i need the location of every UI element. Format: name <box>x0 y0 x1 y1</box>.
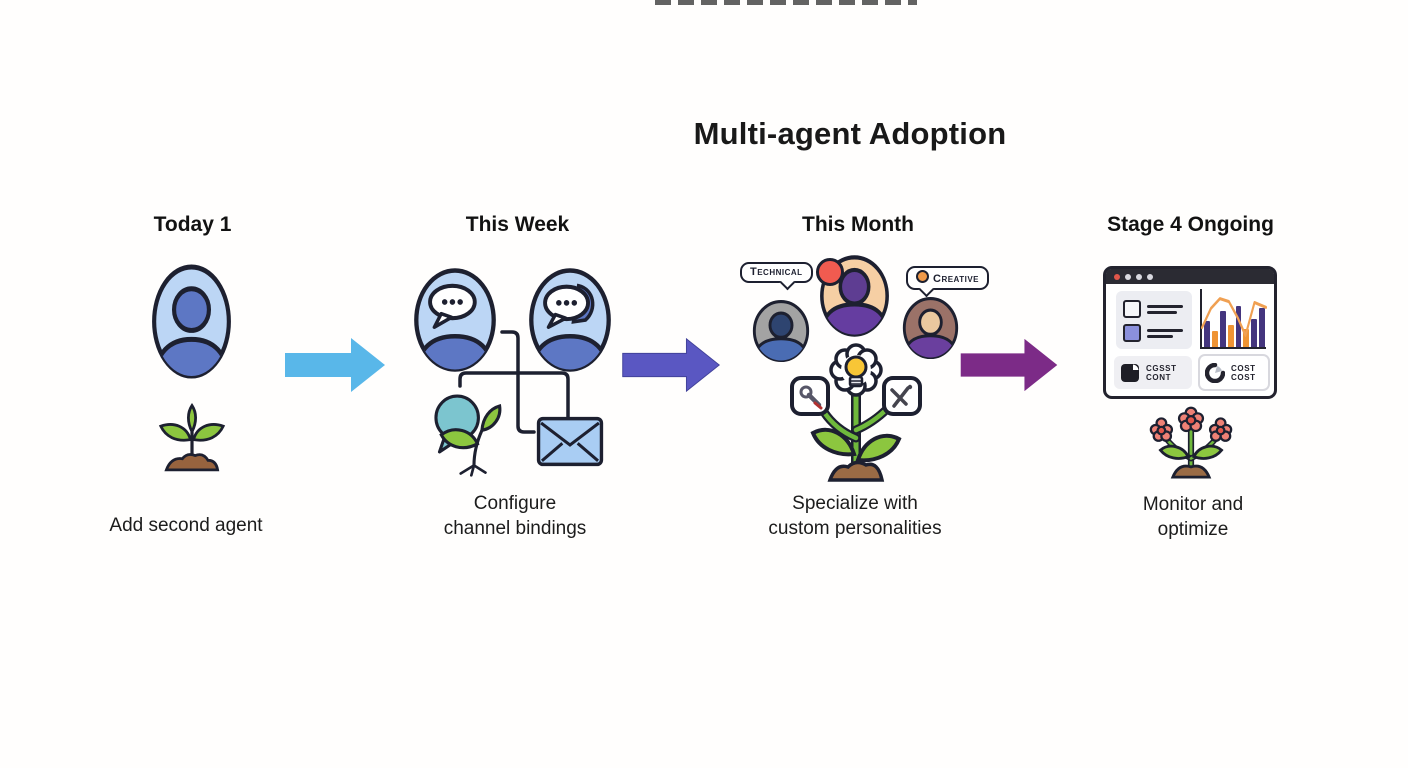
task-list-panel <box>1116 291 1192 349</box>
badge-line: COST <box>1231 372 1256 382</box>
stage-heading-week: This Week <box>465 213 570 236</box>
chat-agent-avatar-icon <box>414 268 496 372</box>
caption-line: Specialize with <box>792 493 918 514</box>
wrench-badge-icon <box>790 376 830 416</box>
checkbox-icon <box>1123 300 1141 318</box>
avatar-head <box>171 286 212 333</box>
technical-label: Technical <box>750 266 803 278</box>
arrow-week-to-month-icon <box>622 337 720 393</box>
stage-caption-week: Configure channel bindings <box>395 491 635 541</box>
cost-badge-right: COST COST <box>1198 354 1270 391</box>
sprout-icon <box>158 403 226 472</box>
flower-bulb-icon <box>829 343 883 397</box>
crossed-tools-badge-icon <box>882 376 922 416</box>
creative-dot-icon <box>916 270 929 283</box>
notification-dot-icon <box>816 258 844 286</box>
list-item <box>1123 297 1192 321</box>
stage-caption-today: Add second agent <box>66 513 306 538</box>
technical-agent-avatar-icon <box>752 299 810 363</box>
analytics-chart-panel <box>1200 289 1268 349</box>
creative-agent-avatar-icon <box>902 296 959 360</box>
bubble-tail <box>918 281 934 298</box>
cost-badge-left: CGSST CONT <box>1114 356 1192 389</box>
badge-line: COST <box>1231 363 1256 373</box>
caption-line: custom personalities <box>768 518 942 539</box>
chat-agent-avatar-icon <box>529 268 611 372</box>
window-dot-icon <box>1147 273 1153 280</box>
trend-line-icon <box>1200 297 1268 337</box>
chat-bubble-icon <box>543 283 595 329</box>
caption-line: channel bindings <box>443 518 587 539</box>
stage-heading-month: This Month <box>802 213 914 236</box>
technical-label-bubble: Technical <box>740 262 813 291</box>
window-dot-icon <box>1125 273 1131 280</box>
stage-caption-ongoing: Monitor and optimize <box>1073 492 1313 542</box>
badge-line: CONT <box>1146 372 1172 382</box>
list-item <box>1123 321 1192 345</box>
page-title: Multi-agent Adoption <box>693 116 1007 151</box>
cost-badge-text: COST COST <box>1231 364 1256 382</box>
mini-bar <box>1219 311 1226 347</box>
dashboard-browser-window: CGSST CONT COST COST <box>1103 266 1277 399</box>
flower-blossom-icon <box>1177 406 1205 433</box>
mini-bar <box>1251 318 1258 347</box>
badge-line: CGSST <box>1146 363 1177 373</box>
lightbulb-plant-icon <box>790 343 922 482</box>
text-lines <box>1147 326 1183 341</box>
window-dot-icon <box>1136 273 1142 280</box>
browser-body: CGSST CONT COST COST <box>1106 284 1274 396</box>
stage-heading-today: Today 1 <box>153 213 232 236</box>
caption-line: Add second agent <box>109 515 263 536</box>
mini-bar <box>1243 328 1250 347</box>
chat-sprout-icon <box>434 394 502 477</box>
caption-line: Monitor and <box>1142 494 1244 515</box>
mini-bar <box>1227 325 1234 347</box>
text-lines <box>1147 302 1183 317</box>
channel-connector-lines <box>458 330 570 434</box>
checkbox-icon <box>1123 324 1141 342</box>
mini-bar <box>1204 321 1210 347</box>
mini-bar <box>1259 308 1265 347</box>
chat-bubble-icon <box>428 283 477 329</box>
stage-caption-month: Specialize with custom personalities <box>735 491 975 541</box>
donut-chart-icon <box>1205 362 1225 383</box>
single-agent-avatar-icon <box>152 264 231 379</box>
pie-square-icon <box>1121 363 1139 382</box>
cropped-text-artifact <box>655 0 917 5</box>
mini-bar <box>1211 330 1218 347</box>
arrow-month-to-ongoing-icon <box>960 338 1058 392</box>
mini-bar-chart <box>1204 293 1265 347</box>
window-dot-icon <box>1114 273 1120 280</box>
flower-blossom-icon <box>1208 417 1233 442</box>
stage-heading-ongoing: Stage 4 Ongoing <box>1107 213 1274 236</box>
caption-line: Configure <box>473 493 557 514</box>
creative-label: Creative <box>933 273 980 285</box>
creative-label-bubble: Creative <box>906 266 990 298</box>
caption-line: optimize <box>1157 519 1229 540</box>
cost-badge-text: CGSST CONT <box>1146 364 1177 382</box>
email-envelope-icon <box>536 416 604 467</box>
flower-blossom-icon <box>1149 417 1174 442</box>
mini-bar <box>1235 305 1242 347</box>
browser-titlebar <box>1106 269 1274 284</box>
flowering-plant-icon <box>1149 406 1233 479</box>
arrow-today-to-week-icon <box>285 338 385 392</box>
